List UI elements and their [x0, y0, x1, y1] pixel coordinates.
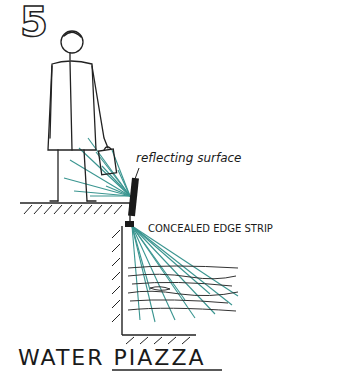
figure-number: 5 — [20, 0, 48, 44]
caption: WATER PIAZZA — [18, 346, 206, 370]
edge-strip — [125, 221, 134, 227]
man-figure — [48, 31, 117, 201]
callout-label: reflecting surface — [134, 152, 243, 165]
water — [128, 266, 238, 311]
callout-label: CONCEALED EDGE STRIP — [146, 223, 275, 234]
leader-line — [135, 168, 139, 179]
reflector — [128, 178, 139, 217]
